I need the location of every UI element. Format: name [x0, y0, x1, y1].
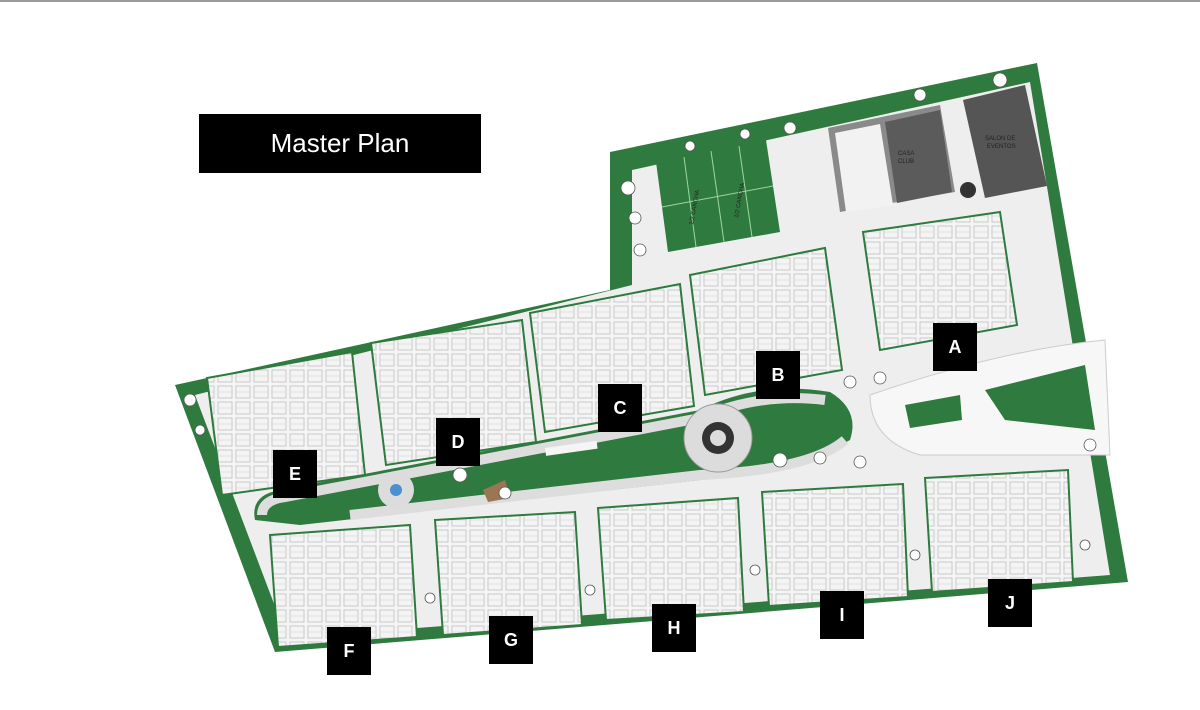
block-label-b[interactable]: B: [756, 351, 800, 399]
block-label-g[interactable]: G: [489, 616, 533, 664]
page-title: Master Plan: [199, 114, 481, 173]
block-label-a[interactable]: A: [933, 323, 977, 371]
entrance-area: [869, 339, 1111, 456]
salon-line1: SALON DE: [985, 136, 1015, 142]
block-label-f[interactable]: F: [327, 627, 371, 675]
clubhouse-block: CASA CLUB SALON DE EVENTOS: [828, 85, 1047, 212]
tennis-courts: 1/2 CANCHA 1/2 CANCHA: [656, 140, 780, 252]
upper-building-row: [205, 210, 1019, 497]
block-label-j[interactable]: J: [988, 579, 1032, 627]
block-label-c[interactable]: C: [598, 384, 642, 432]
tree-canopy: [183, 72, 1097, 604]
block-label-e[interactable]: E: [273, 450, 317, 498]
lower-building-row: [268, 468, 1075, 649]
block-label-h[interactable]: H: [652, 604, 696, 652]
top-border-line: [0, 0, 1200, 2]
salon-line2: EVENTOS: [987, 144, 1016, 150]
casa-club-line1: CASA: [898, 151, 914, 157]
casa-club-line2: CLUB: [898, 159, 914, 165]
block-label-d[interactable]: D: [436, 418, 480, 466]
block-label-i[interactable]: I: [820, 591, 864, 639]
